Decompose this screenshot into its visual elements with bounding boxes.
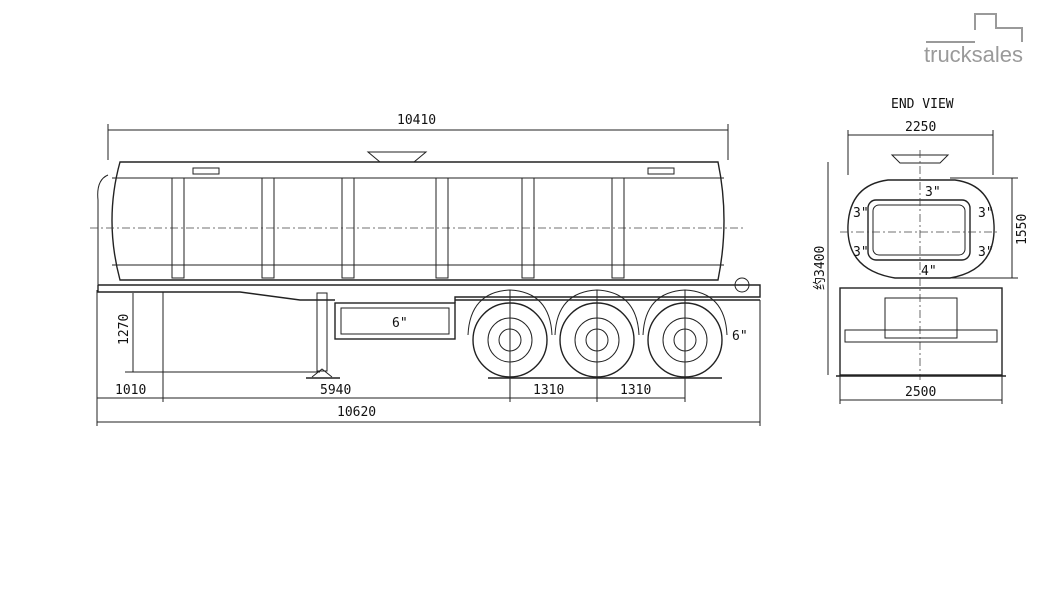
tool-box xyxy=(334,302,456,340)
box-valve-label: 6" xyxy=(392,316,408,331)
dim-end-overall-height: 约3400 xyxy=(813,246,828,290)
logo-text: trucksales xyxy=(924,42,1023,67)
side-view: 6" 6" 10410 1270 1010 5940 1310 1310 xyxy=(90,113,761,426)
chassis-frame xyxy=(97,284,761,303)
dim-axle-spacing-2: 1310 xyxy=(620,383,651,398)
tank-rings xyxy=(171,177,625,279)
dim-end-tank-height: 1550 xyxy=(1015,214,1030,245)
port-bottom-label: 4" xyxy=(921,264,937,279)
tank-body xyxy=(111,161,725,281)
port-top-label: 3" xyxy=(925,185,941,200)
end-chassis xyxy=(839,287,1003,376)
dim-end-tank-width: 2250 xyxy=(905,120,936,135)
dim-axle-spacing-1: 1310 xyxy=(533,383,564,398)
end-view: END VIEW 2250 3" 3" 3" 3" 3" 4" 1550 约34… xyxy=(813,97,1030,404)
dim-end-overall-width: 2500 xyxy=(905,385,936,400)
landing-leg xyxy=(316,292,328,372)
port-right-lower-label: 3" xyxy=(978,245,994,260)
dim-kingpin-to-axle: 5940 xyxy=(320,383,351,398)
dim-front-overhang: 1010 xyxy=(115,383,146,398)
dim-tank-length: 10410 xyxy=(397,113,436,128)
trucksales-logo: trucksales xyxy=(924,13,1023,67)
port-right-upper-label: 3" xyxy=(978,206,994,221)
manhole xyxy=(366,151,428,163)
rear-valve-label: 6" xyxy=(732,329,748,344)
port-left-upper-label: 3" xyxy=(853,206,869,221)
port-left-lower-label: 3" xyxy=(853,245,869,260)
dim-coupling-height: 1270 xyxy=(117,314,132,345)
end-view-title: END VIEW xyxy=(891,97,954,112)
dim-overall-length: 10620 xyxy=(337,405,376,420)
